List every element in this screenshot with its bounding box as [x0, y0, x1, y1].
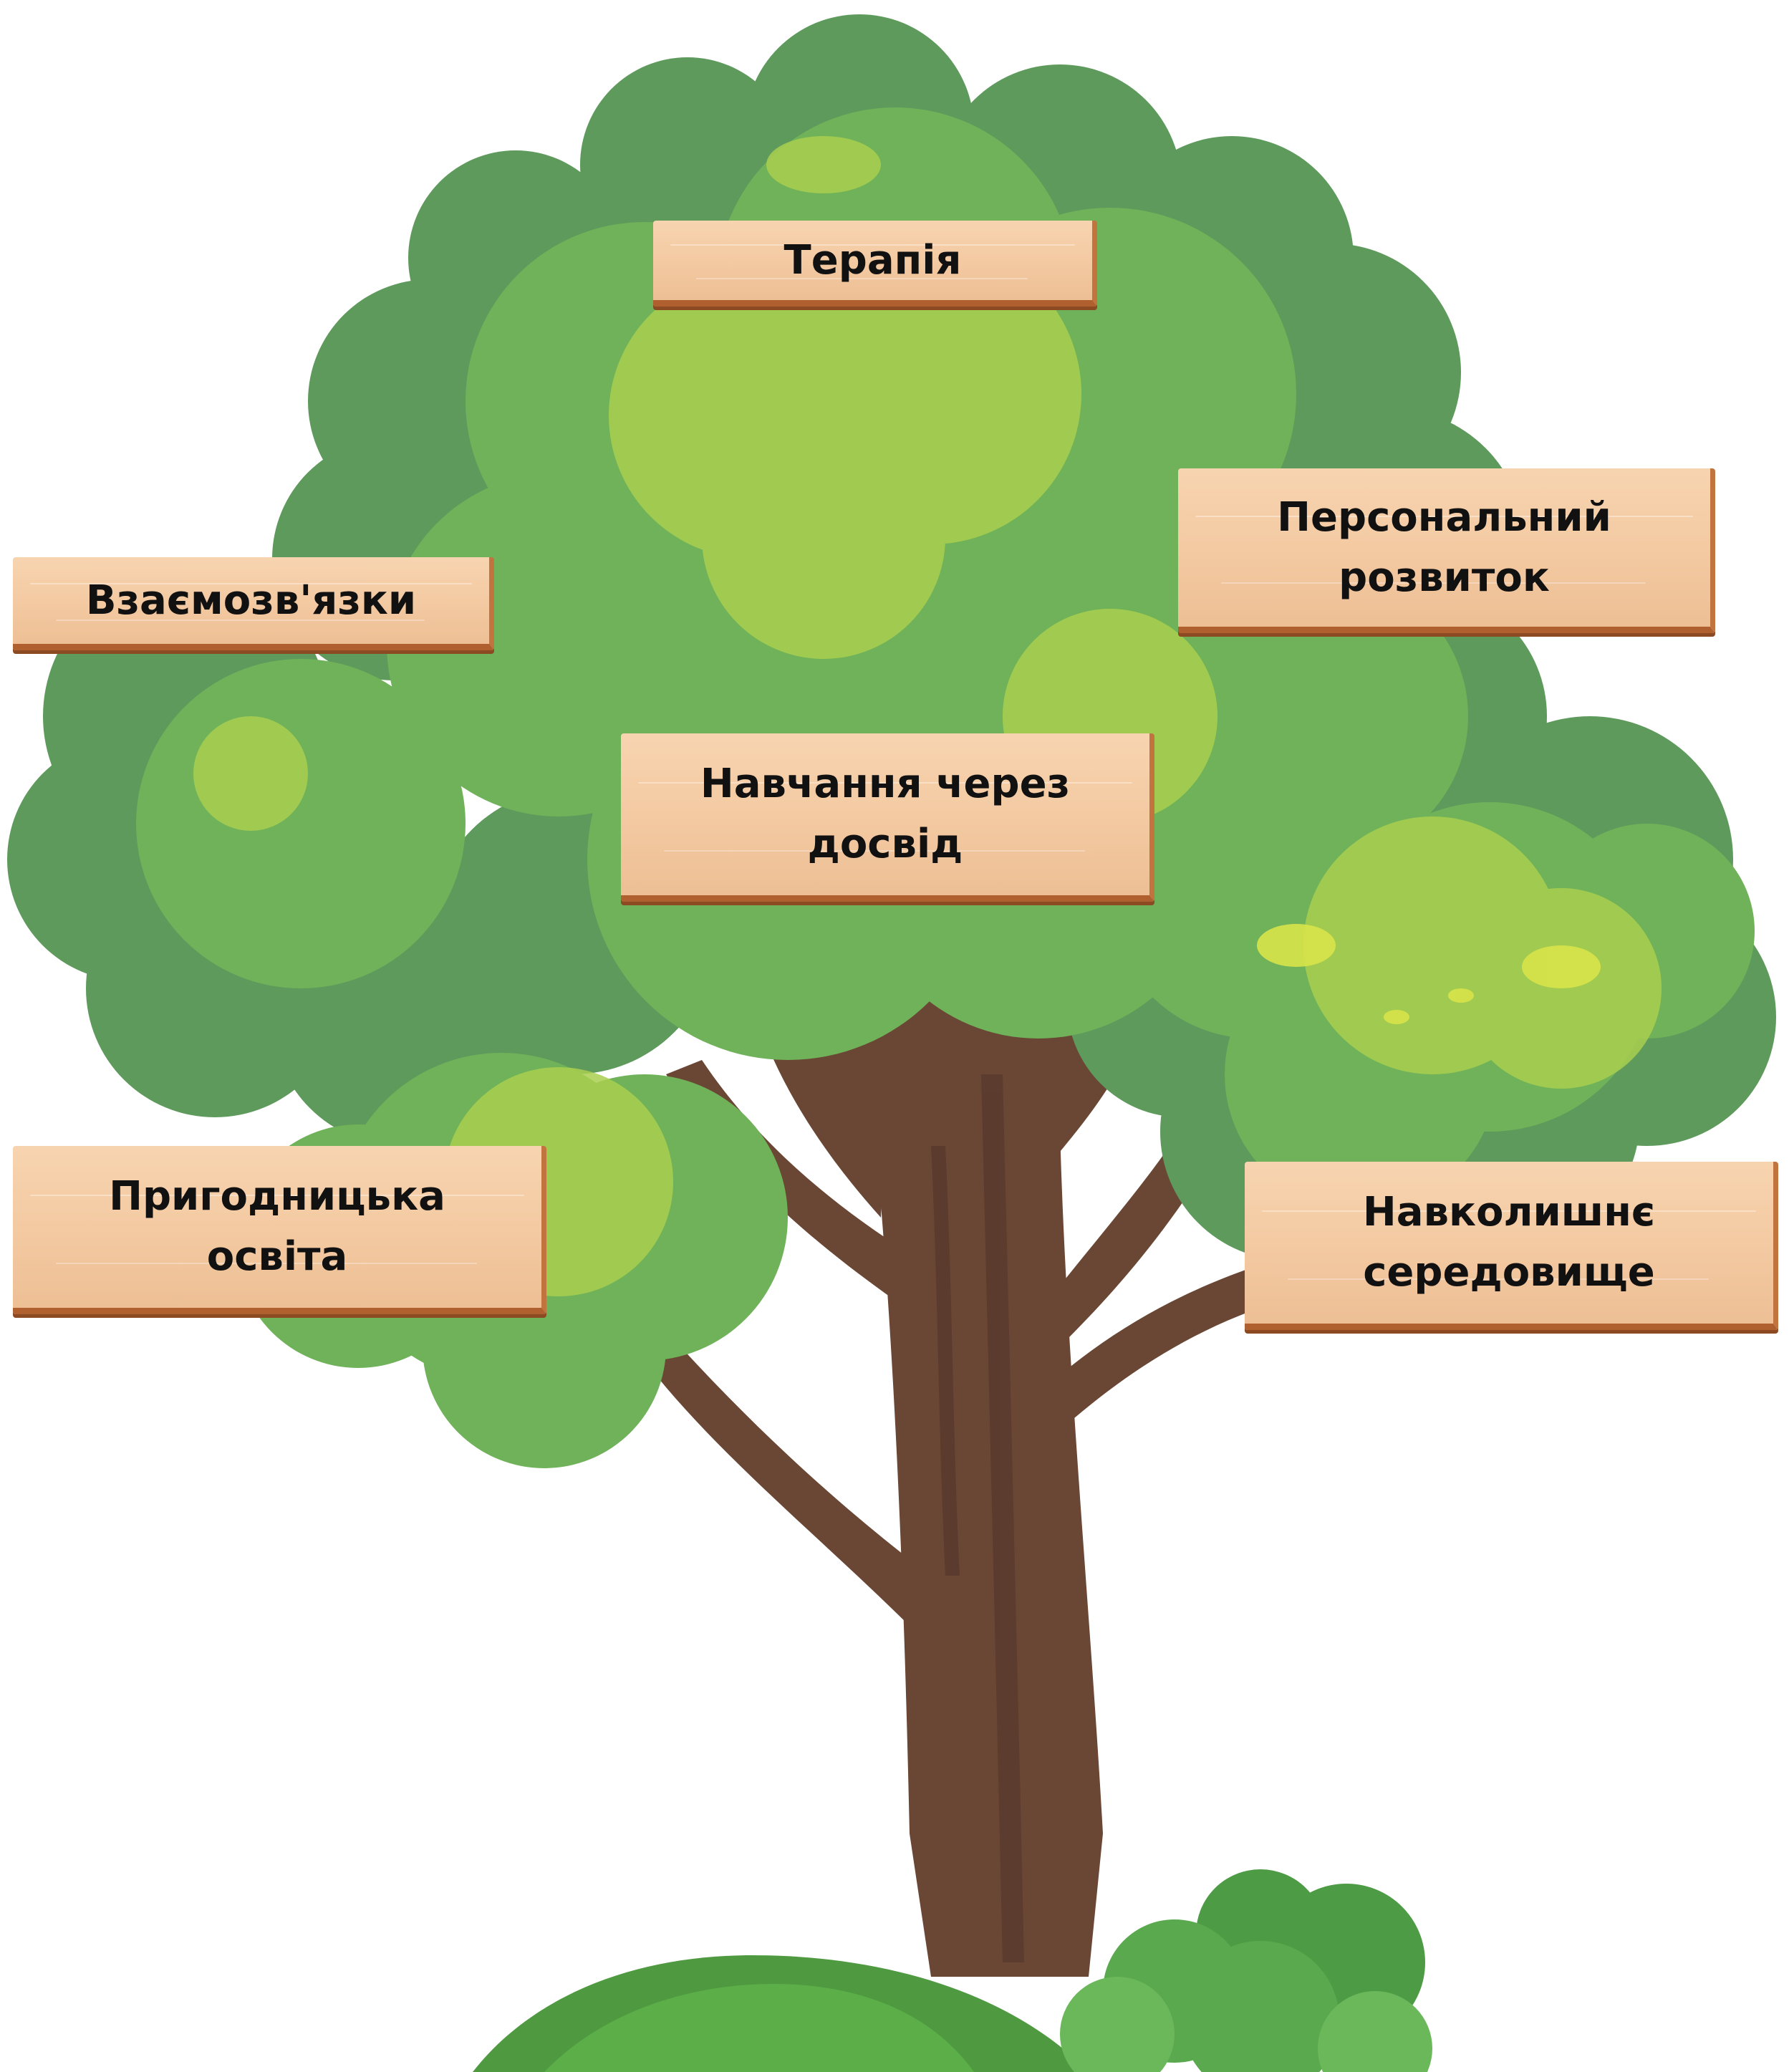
label-environment: Навколишнє середовище	[1245, 1162, 1778, 1330]
label-adventure-education-text: Пригодницька освіта	[109, 1173, 445, 1280]
label-personal-development-text: Персональний розвиток	[1277, 493, 1611, 601]
label-therapy-text: Терапія	[783, 236, 962, 284]
label-personal-development: Персональний розвиток	[1178, 468, 1715, 633]
grass-ground	[473, 1955, 1089, 2072]
label-adventure-education: Пригодницька освіта	[13, 1146, 546, 1314]
label-experiential-learning: Навчання через досвід	[621, 733, 1154, 902]
label-experiential-learning-text: Навчання через досвід	[700, 761, 1071, 867]
bush-right	[1060, 1869, 1432, 2072]
label-environment-text: Навколишнє середовище	[1362, 1189, 1656, 1296]
label-relationships-text: Взаємозв'язки	[85, 577, 417, 624]
label-relationships: Взаємозв'язки	[13, 557, 494, 650]
label-therapy: Терапія	[653, 221, 1097, 307]
